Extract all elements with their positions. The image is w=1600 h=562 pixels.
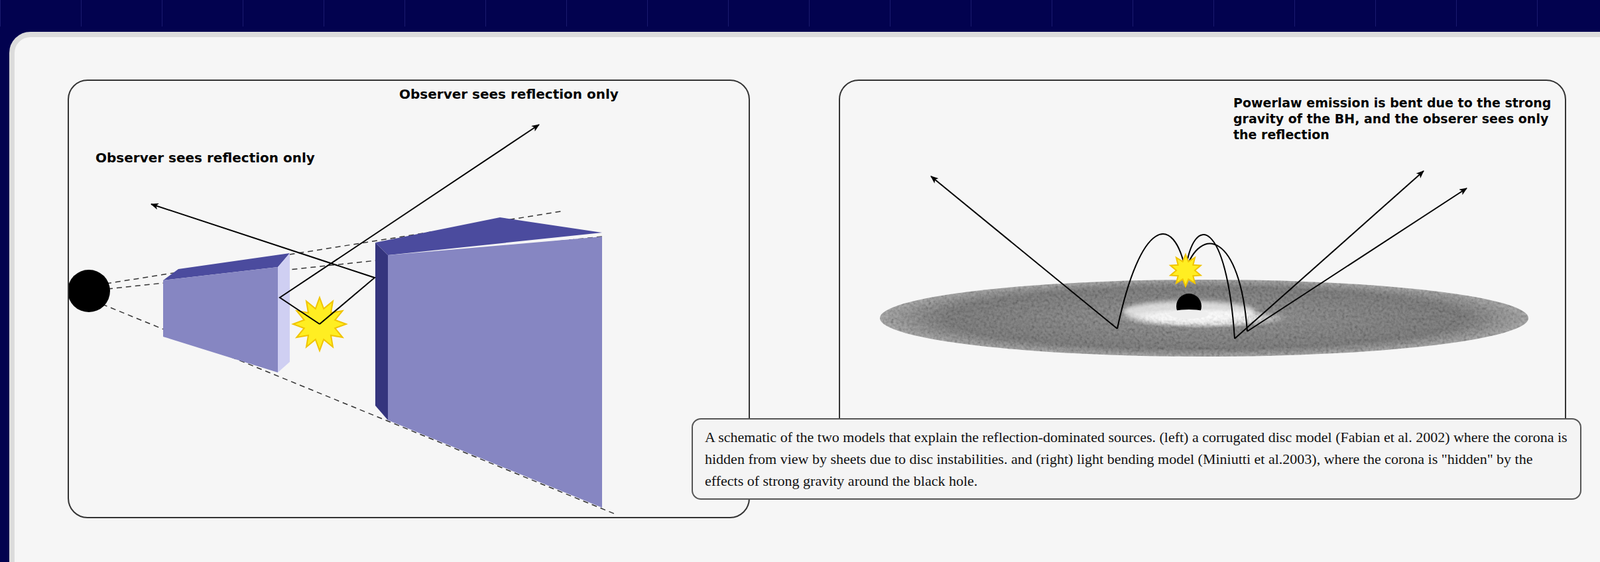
caption-text: A schematic of the two models that expla…: [704, 426, 1569, 493]
observer-label: Observer sees reflection only: [399, 86, 744, 103]
caption-box: A schematic of the two models that expla…: [691, 418, 1582, 500]
figure-panel: Observer sees reflection onlyObserver se…: [67, 79, 750, 519]
observer-label: Observer sees reflection only: [95, 149, 441, 167]
annotation-note: Powerlaw emission is bent due to the str…: [1233, 95, 1560, 143]
light-bending-figure: [879, 171, 1529, 357]
header-band: [0, 0, 1600, 27]
corrugated-disc-figure: [67, 124, 618, 516]
figure-panel: Powerlaw emission is bent due to the str…: [838, 79, 1567, 451]
black-hole: [67, 269, 111, 313]
corona-star: [1170, 254, 1201, 287]
accretion-disc: [879, 279, 1529, 357]
slide-panel: [11, 34, 1600, 562]
